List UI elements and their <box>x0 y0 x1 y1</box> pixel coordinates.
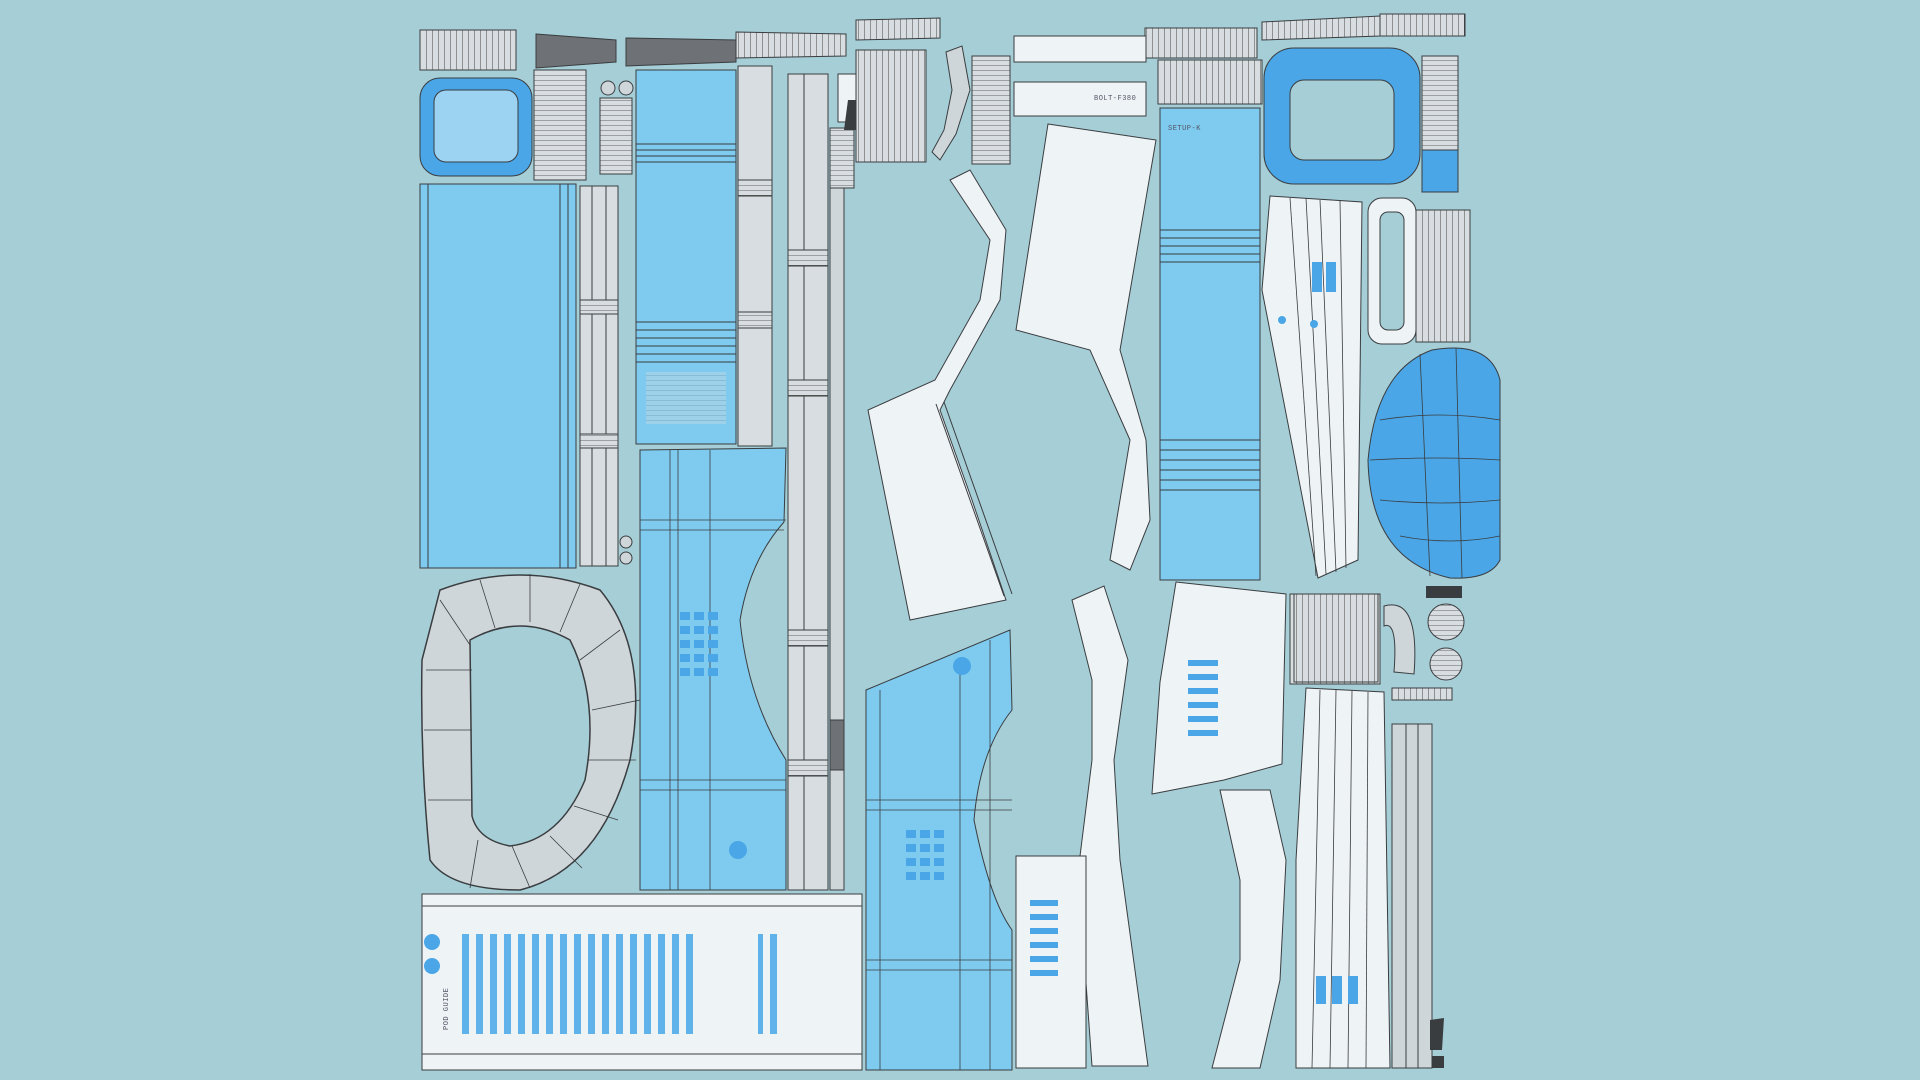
large-blue-panel-left <box>419 183 577 569</box>
gray-rail-mid <box>737 65 773 447</box>
white-angled-panel: BOLT-F380 <box>1013 35 1157 571</box>
ribbed-block <box>533 69 587 181</box>
long-gray-rails <box>787 73 845 891</box>
white-panel-blue-stripes: POD GUIDE <box>421 893 863 1071</box>
blue-dome-part <box>1367 347 1501 579</box>
blue-organic-panel-a <box>639 447 787 891</box>
blue-organic-panel-b <box>865 629 1013 1071</box>
sticker-b-label: SETUP-K <box>1168 125 1201 133</box>
side-text-label: POD GUIDE <box>443 988 451 1030</box>
white-s-curve-strip-b <box>1015 585 1149 1069</box>
blue-tall-panel <box>635 69 737 445</box>
small-top-parts-center <box>829 45 1011 189</box>
gray-rail-left <box>579 185 619 567</box>
small-ring-right <box>1367 197 1471 345</box>
vertical-gray-bars <box>1391 723 1444 1069</box>
small-bolts <box>599 80 634 175</box>
white-s-curve-strip-a <box>867 169 1013 621</box>
small-caps-right <box>1293 586 1465 701</box>
rounded-frame-blue <box>419 77 533 177</box>
sticker-a-label: BOLT-F380 <box>1094 95 1136 103</box>
white-tapered-panel <box>1261 195 1363 579</box>
rounded-frame-blue-right <box>1263 47 1459 193</box>
blue-tall-panel-center: SETUP-K <box>1157 59 1263 581</box>
white-tapered-panel-b <box>1295 687 1391 1069</box>
d-shaped-ring-part <box>420 574 641 891</box>
